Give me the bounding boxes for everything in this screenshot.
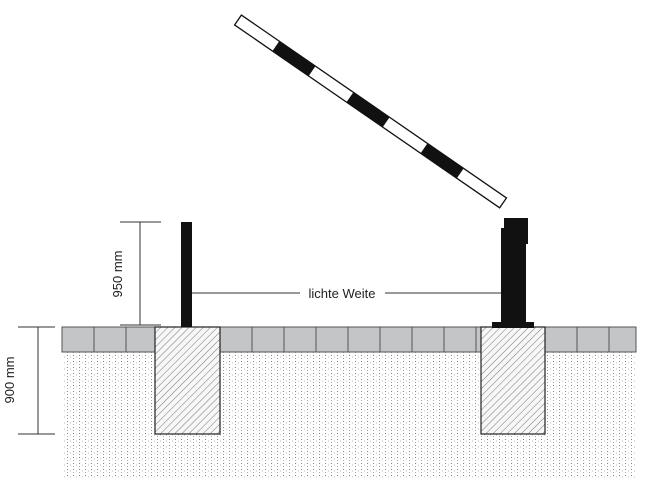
paving-stone <box>443 326 477 353</box>
paving-row <box>61 326 637 353</box>
housing-base-plate <box>492 322 534 328</box>
barrier-head <box>504 218 528 244</box>
paving-stone <box>251 326 285 353</box>
paving-stone <box>315 326 349 353</box>
paving-stone <box>347 326 381 353</box>
boom-arm <box>233 14 508 209</box>
paving-stone <box>125 326 156 353</box>
paving-stone <box>576 326 610 353</box>
paving-stone <box>219 326 253 353</box>
post-height-dimension <box>120 221 161 326</box>
left-foundation <box>154 326 221 435</box>
foundation-depth-dimension <box>18 326 55 435</box>
paving-stone <box>61 326 95 353</box>
paving-stone <box>93 326 127 353</box>
width-label: lichte Weite <box>309 286 376 301</box>
support-post <box>181 222 192 327</box>
paving-stone <box>283 326 317 353</box>
foundation-depth-label: 900 mm <box>2 357 17 404</box>
paving-stone <box>411 326 445 353</box>
right-foundation <box>480 326 546 435</box>
paving-stone <box>475 326 482 353</box>
paving-stone <box>608 326 637 353</box>
soil-ground <box>62 352 636 478</box>
paving-stone <box>379 326 413 353</box>
paving-stone <box>544 326 578 353</box>
barrier-housing <box>501 228 526 327</box>
post-height-label: 950 mm <box>110 251 125 298</box>
